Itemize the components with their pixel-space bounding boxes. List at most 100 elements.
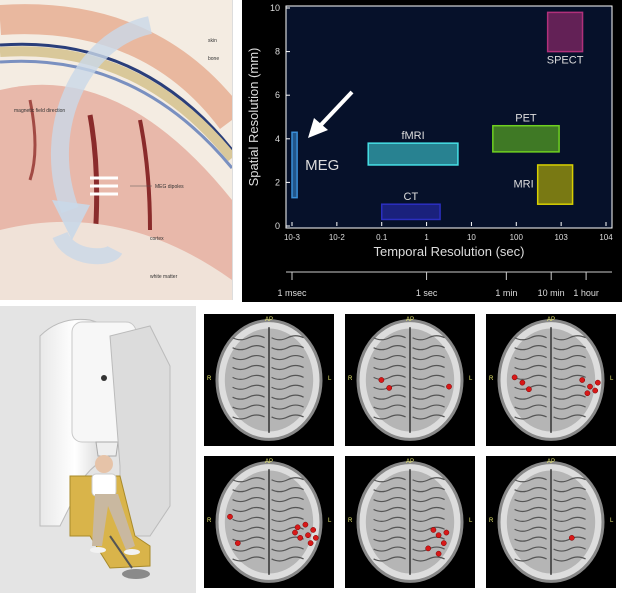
- arrow-head-icon: [308, 118, 328, 138]
- gyrus-left: [514, 364, 547, 371]
- gyrus-right: [271, 374, 304, 380]
- orientation-right-label: L: [610, 376, 614, 382]
- label-cortex: cortex: [150, 236, 164, 242]
- dipole-dot: [294, 524, 301, 531]
- gyrus-right: [412, 516, 445, 522]
- dipole-dot: [386, 385, 393, 391]
- dipole-dot: [310, 527, 317, 533]
- gyrus-left: [514, 394, 547, 400]
- dipole-dot: [584, 390, 591, 397]
- gyrus-right: [553, 404, 586, 410]
- x-tick-label: 10-2: [329, 233, 346, 242]
- gyrus-left: [514, 516, 547, 522]
- gyrus-right: [412, 364, 445, 371]
- modality-box: [380, 203, 441, 221]
- gyrus-right: [553, 526, 586, 532]
- gyrus-left: [373, 374, 406, 380]
- gyrus-left: [373, 487, 406, 493]
- orientation-left-label: R: [489, 518, 494, 524]
- modality-mri: MRI: [514, 164, 574, 205]
- gyrus-left: [373, 556, 406, 562]
- modality-box: [546, 11, 584, 53]
- gyrus-right: [412, 477, 445, 483]
- gyrus-left: [232, 496, 265, 503]
- gyrus-right: [553, 374, 586, 380]
- gyrus-right: [412, 526, 445, 532]
- time-tick-label: 1 msec: [277, 288, 307, 298]
- x-tick-label: 0.1: [376, 233, 388, 242]
- y-tick-label: 10: [270, 3, 280, 13]
- modality-meg: MEG: [291, 131, 339, 199]
- gyrus-right: [271, 546, 304, 552]
- label-white-matter: white matter: [150, 274, 178, 280]
- y-tick-label: 8: [275, 47, 280, 57]
- label-bone: bone: [208, 56, 219, 62]
- gyrus-left: [373, 404, 406, 410]
- y-tick-label: 0: [275, 221, 280, 231]
- gyrus-right: [412, 374, 445, 380]
- dipole-dot: [446, 383, 452, 390]
- modality-label: fMRI: [401, 130, 424, 142]
- gyrus-right: [412, 404, 445, 410]
- gyrus-right: [271, 345, 304, 351]
- meg-scanner-photo: [0, 306, 196, 593]
- dipole-dot: [430, 527, 437, 533]
- x-tick-label: 103: [554, 233, 568, 242]
- orientation-left-label: R: [207, 518, 212, 524]
- dipole-dot: [378, 377, 385, 383]
- gyrus-left: [232, 374, 265, 380]
- gyrus-left: [514, 335, 547, 341]
- gyrus-left: [232, 345, 265, 351]
- gyrus-left: [514, 354, 547, 361]
- time-tick-label: 1 min: [495, 288, 517, 298]
- gyrus-right: [271, 516, 304, 522]
- gyrus-left: [514, 374, 547, 380]
- gyrus-right: [553, 414, 586, 420]
- gyrus-right: [553, 546, 586, 552]
- gyrus-right: [553, 354, 586, 361]
- gyrus-left: [232, 546, 265, 552]
- gyrus-right: [271, 404, 304, 410]
- gyrus-right: [553, 556, 586, 562]
- dipole-dot: [435, 532, 442, 539]
- gyrus-left: [373, 516, 406, 522]
- dipole-dot: [526, 386, 532, 393]
- dipole-dot: [227, 513, 233, 520]
- gyrus-left: [232, 384, 265, 390]
- orientation-top-label: AP: [547, 317, 555, 323]
- gyrus-right: [553, 394, 586, 400]
- gyrus-right: [271, 364, 304, 371]
- gyrus-left: [373, 477, 406, 483]
- gyrus-right: [271, 335, 304, 341]
- gyrus-right: [412, 487, 445, 493]
- modality-box: [291, 131, 298, 199]
- gyrus-left: [514, 536, 547, 542]
- x-tick-label: 100: [510, 233, 524, 242]
- gyrus-left: [373, 546, 406, 552]
- gyrus-right: [412, 506, 445, 513]
- dipole-dot: [435, 550, 442, 557]
- gyrus-right: [412, 496, 445, 503]
- meg-scanner-illustration: [0, 306, 196, 593]
- modality-ct: CT: [380, 191, 441, 221]
- gyrus-left: [514, 496, 547, 503]
- label-meg-dipoles: MEG dipoles: [155, 184, 184, 190]
- orientation-top-label: AP: [547, 459, 555, 465]
- gyrus-right: [553, 335, 586, 341]
- dipole-dot: [305, 532, 311, 539]
- gyrus-left: [232, 506, 265, 513]
- orientation-top-label: AP: [265, 459, 273, 465]
- gyrus-right: [553, 345, 586, 351]
- dipole-dot: [292, 529, 298, 536]
- gyrus-left: [232, 477, 265, 483]
- gyrus-right: [553, 364, 586, 371]
- gyrus-right: [271, 354, 304, 361]
- gyrus-right: [271, 394, 304, 400]
- gyrus-left: [232, 516, 265, 522]
- gyrus-left: [514, 526, 547, 532]
